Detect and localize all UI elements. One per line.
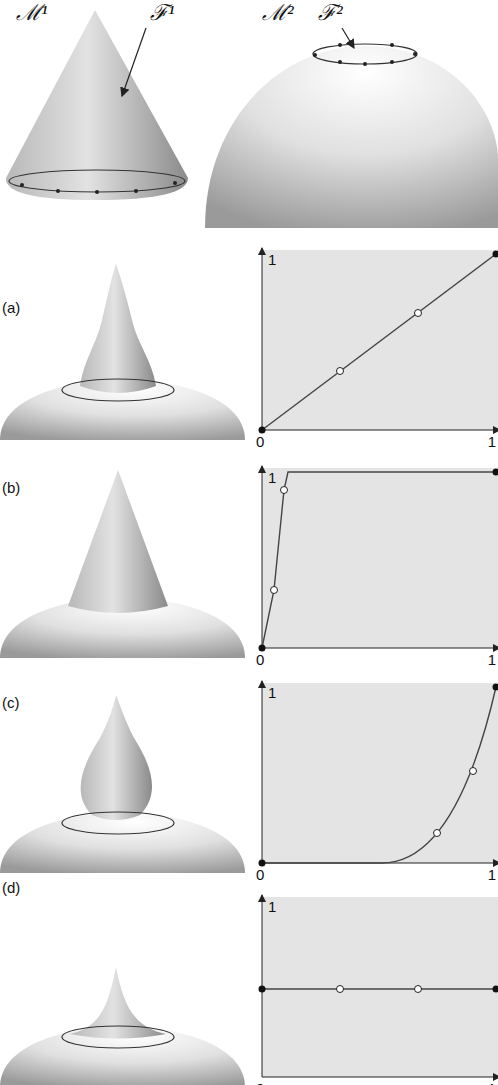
mesh-name: ℳ²	[262, 2, 294, 24]
axis-tick: 1	[268, 899, 276, 914]
axis-tick: 0	[256, 867, 264, 882]
axis-tick: 1	[268, 470, 276, 485]
axis-tick: 1	[488, 652, 496, 667]
panel-label: (a)	[2, 300, 20, 315]
axis-tick: 1	[488, 434, 496, 449]
panel-label: (c)	[2, 695, 20, 710]
axis-tick: 1	[268, 685, 276, 700]
feature-name: ℱ²	[318, 2, 343, 24]
axis-tick: 0	[256, 1081, 264, 1085]
axis-tick: 1	[268, 252, 276, 267]
mesh-name: ℳ¹	[16, 2, 48, 24]
axis-tick: 0	[256, 434, 264, 449]
panel-label: (b)	[2, 480, 20, 495]
feature-name: ℱ¹	[150, 2, 175, 24]
panel-label: (d)	[2, 880, 20, 895]
axis-tick: 0	[256, 652, 264, 667]
axis-tick: 1	[488, 1081, 496, 1085]
axis-tick: 1	[488, 867, 496, 882]
